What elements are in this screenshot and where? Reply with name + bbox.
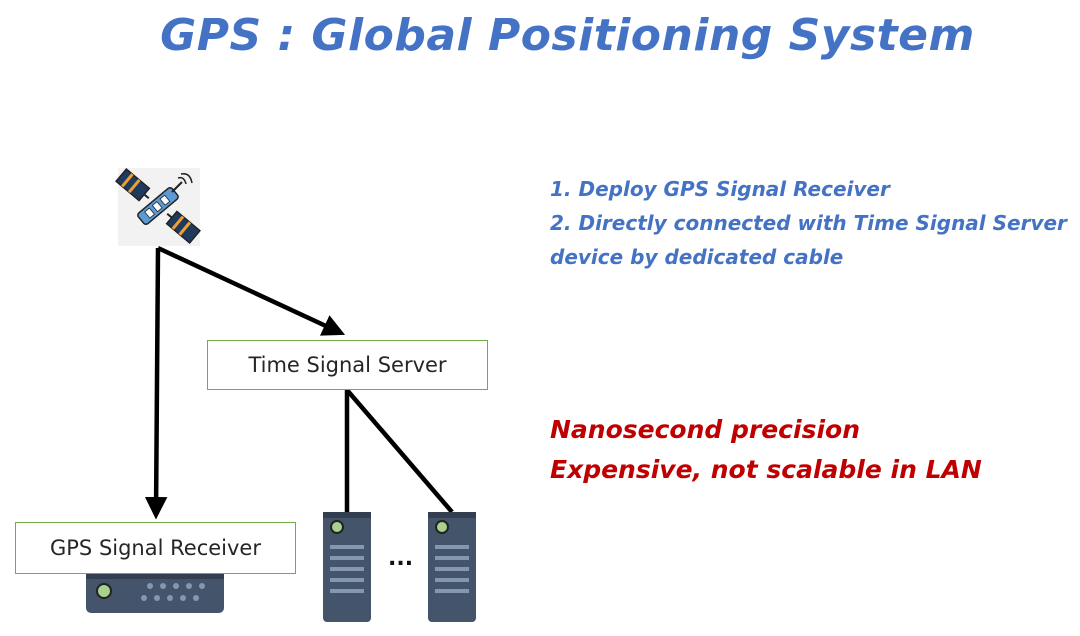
server-tower-icon <box>323 512 371 622</box>
gps-signal-receiver-box: GPS Signal Receiver <box>15 522 296 574</box>
note-line: 1. Deploy GPS Signal Receiver <box>550 177 890 201</box>
deployment-notes: 1. Deploy GPS Signal Receiver 2. Directl… <box>550 172 1067 274</box>
server-tower-icon <box>428 512 476 622</box>
note-line: device by dedicated cable <box>550 245 844 269</box>
link-server-to-tower-2 <box>345 388 454 514</box>
precision-claims: Nanosecond precision Expensive, not scal… <box>550 410 982 490</box>
satellite-icon <box>115 167 201 246</box>
note-line: 2. Directly connected with Time Signal S… <box>550 211 1067 235</box>
time-signal-server-box: Time Signal Server <box>207 340 488 390</box>
claim-line: Nanosecond precision <box>550 415 860 444</box>
gps-receiver-device-icon <box>86 573 224 613</box>
arrow-satellite-to-receiver <box>144 247 168 520</box>
more-servers-ellipsis: ... <box>388 546 414 571</box>
claim-line: Expensive, not scalable in LAN <box>550 455 982 484</box>
page-title: GPS : Global Positioning System <box>160 10 975 61</box>
arrow-satellite-to-server <box>157 245 346 336</box>
